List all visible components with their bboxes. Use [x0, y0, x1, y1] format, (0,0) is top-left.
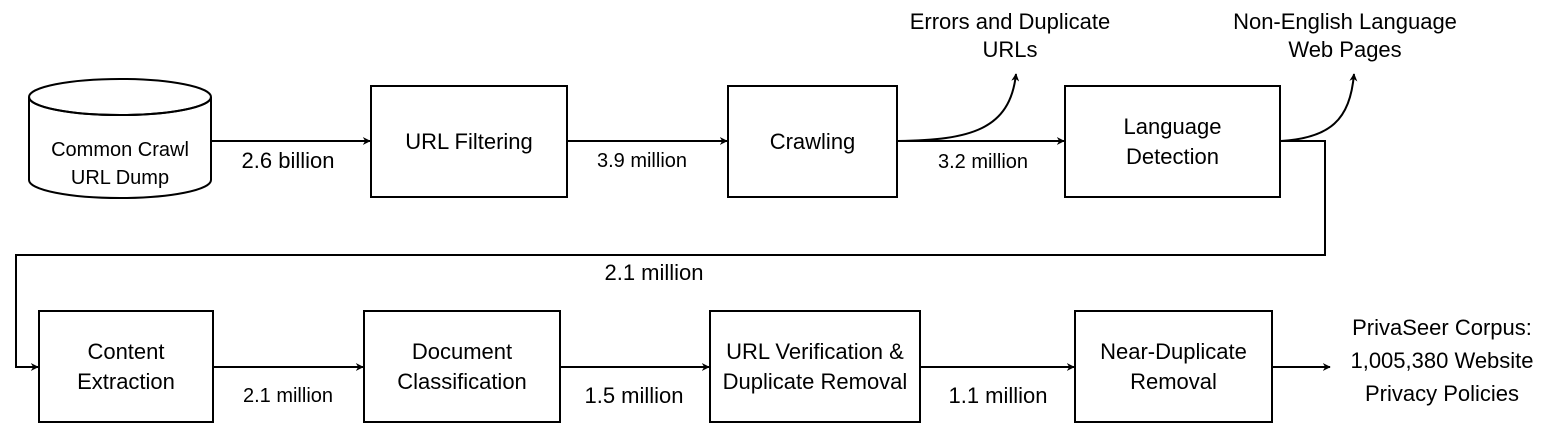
non-english-pages-label: Non-English Language Web Pages — [1205, 8, 1485, 64]
arrow-non-english-discard — [1280, 73, 1358, 142]
errors-line1: Errors and Duplicate — [909, 9, 1111, 34]
count-label-verification: 1.1 million — [948, 383, 1048, 408]
output-line3: Privacy Policies — [1364, 381, 1520, 406]
content-extraction-box: Content Extraction — [38, 310, 214, 423]
errors-duplicate-urls-label: Errors and Duplicate URLs — [880, 8, 1140, 64]
content-extraction-line1: Content — [87, 338, 165, 364]
source-line1: Common Crawl — [51, 139, 189, 161]
non-english-line1: Non-English Language — [1233, 9, 1457, 34]
non-english-line2: Web Pages — [1288, 37, 1402, 62]
arrow-wrap-to-content — [15, 140, 1326, 371]
arrow-errors-discard — [897, 73, 1020, 142]
count-label-crawling: 3.2 million — [937, 151, 1029, 173]
crawling-line1: Crawling — [769, 128, 856, 154]
content-extraction-line2: Extraction — [77, 368, 175, 394]
database-cylinder — [28, 78, 212, 199]
source-line2: URL Dump — [70, 167, 170, 189]
url-verification-line1: URL Verification & — [726, 338, 904, 364]
url-filtering-line1: URL Filtering — [405, 128, 533, 154]
language-detection-box: Language Detection — [1064, 85, 1281, 198]
privaseer-corpus-output: PrivaSeer Corpus: 1,005,380 Website Priv… — [1332, 311, 1552, 410]
document-classification-box: Document Classification — [363, 310, 561, 423]
count-label-source: 2.6 billion — [241, 148, 335, 173]
url-verification-box: URL Verification & Duplicate Removal — [709, 310, 921, 423]
count-label-filtering: 3.9 million — [596, 150, 688, 172]
near-duplicate-line1: Near-Duplicate — [1100, 338, 1247, 364]
url-verification-line2: Duplicate Removal — [722, 368, 908, 394]
document-classification-line2: Classification — [397, 368, 527, 394]
near-duplicate-box: Near-Duplicate Removal — [1074, 310, 1273, 423]
near-duplicate-line2: Removal — [1130, 368, 1217, 394]
output-line1: PrivaSeer Corpus: — [1352, 315, 1532, 340]
language-detection-line1: Language — [1123, 113, 1222, 139]
common-crawl-source: Common Crawl URL Dump — [29, 136, 211, 192]
crawling-box: Crawling — [727, 85, 898, 198]
url-filtering-box: URL Filtering — [370, 85, 568, 198]
document-classification-line1: Document — [411, 338, 513, 364]
language-detection-line2: Detection — [1126, 143, 1219, 169]
count-label-language: 2.1 million — [604, 260, 704, 285]
count-label-classification: 1.5 million — [584, 383, 684, 408]
output-line2: 1,005,380 Website — [1350, 348, 1534, 373]
count-label-extraction: 2.1 million — [242, 385, 334, 407]
errors-line2: URLs — [982, 37, 1038, 62]
